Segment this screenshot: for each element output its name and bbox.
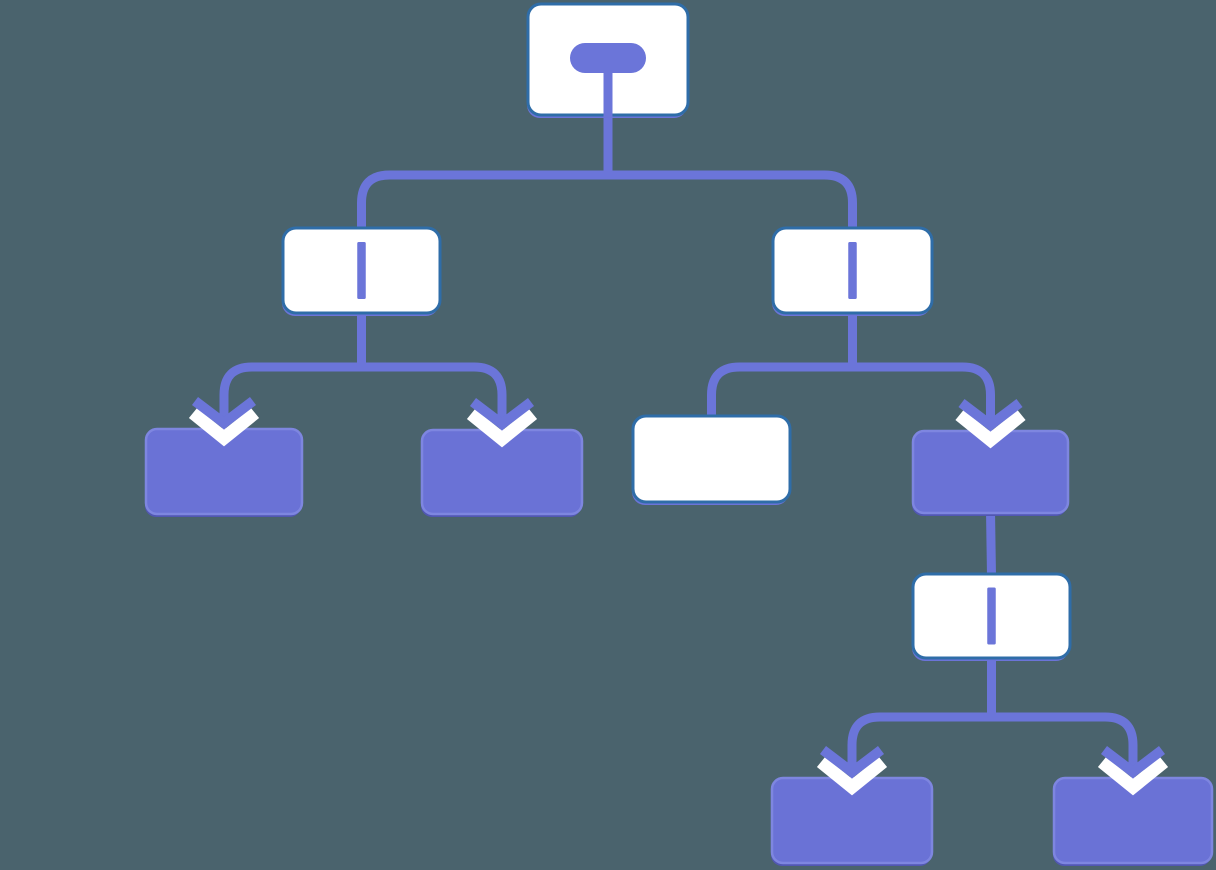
node-card-empty[interactable] <box>631 414 792 505</box>
vertical-dash <box>848 242 857 299</box>
arrowhead-icon-leaf-1 <box>191 397 257 430</box>
arrowhead-outline-leaf-2 <box>466 408 538 448</box>
arrowhead-outline-leaf-1 <box>188 407 260 447</box>
arrowhead-icon-leaf-4 <box>819 746 885 779</box>
arrowhead-icon-leaf-3 <box>958 399 1023 432</box>
node-branch-left[interactable] <box>281 226 442 316</box>
node-leaf-4[interactable] <box>770 776 934 866</box>
arrowhead-icon-leaf-5 <box>1100 746 1166 779</box>
arrowhead-icon-leaf-2 <box>469 398 535 431</box>
vertical-dash <box>357 242 366 299</box>
connector-branch-root <box>357 170 857 230</box>
node-leaf-5[interactable] <box>1052 776 1214 866</box>
node-branch-right[interactable] <box>771 226 934 316</box>
arrowhead-outline-leaf-4 <box>816 756 888 796</box>
node-leaf-2[interactable] <box>420 428 584 517</box>
node-leaf-1[interactable] <box>144 427 304 517</box>
connector-branch-branch-low <box>847 712 1138 766</box>
connector-branch-branch-right <box>707 362 995 419</box>
node-leaf-3[interactable] <box>911 429 1070 516</box>
arrowhead-outline-leaf-5 <box>1097 756 1169 796</box>
connector-leaf-3-branch-low <box>986 510 996 577</box>
node-branch-low[interactable] <box>911 572 1072 661</box>
node-body[interactable] <box>631 414 792 504</box>
node-root[interactable] <box>526 2 690 118</box>
arrowhead-outline-leaf-3 <box>955 409 1026 449</box>
connector-branch-branch-left <box>219 362 507 418</box>
vertical-dash <box>987 587 996 645</box>
pill-shape <box>570 43 646 73</box>
pill-stem <box>603 73 613 117</box>
